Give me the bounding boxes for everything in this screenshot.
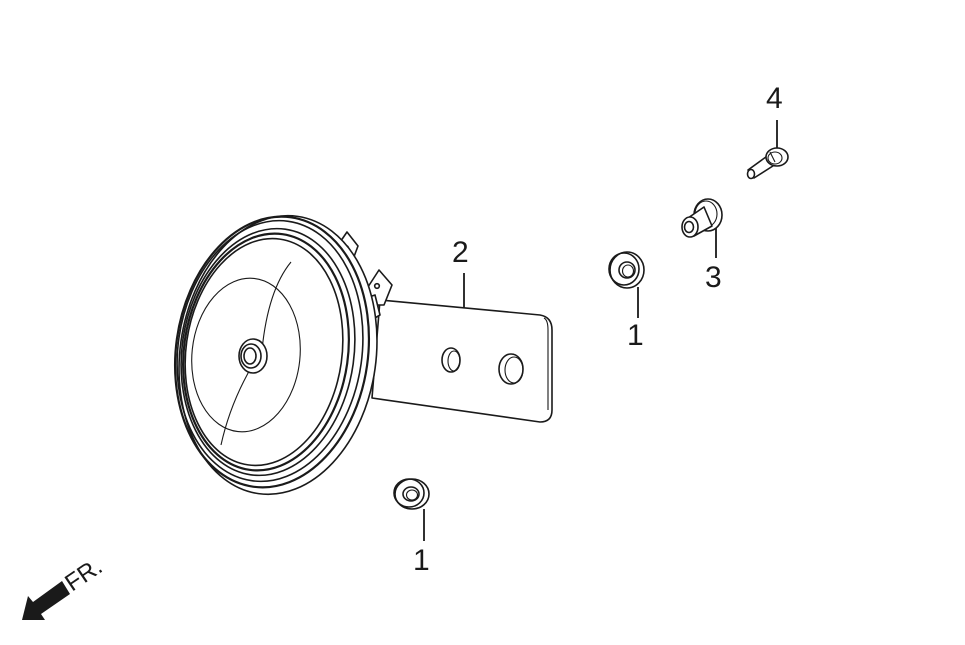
flange-bolt [746,147,789,180]
washer-upper [608,251,645,289]
callout-number: 2 [452,236,469,269]
callout-number: 4 [766,82,783,115]
front-direction-indicator: FR. [22,553,107,620]
callout-number: 1 [627,319,644,352]
mounting-bracket [371,299,553,423]
front-direction-arrow-icon [22,581,70,620]
callout-number: 3 [705,261,722,294]
horn-body [173,214,393,496]
callout-1b: 1 [413,509,430,577]
callout-2: 2 [452,236,469,308]
collar [681,198,723,238]
callout-number: 1 [413,544,430,577]
washer-lower [393,478,430,510]
callout-4: 4 [766,82,783,148]
callout-1a: 1 [627,287,644,352]
callout-3: 3 [705,228,722,294]
